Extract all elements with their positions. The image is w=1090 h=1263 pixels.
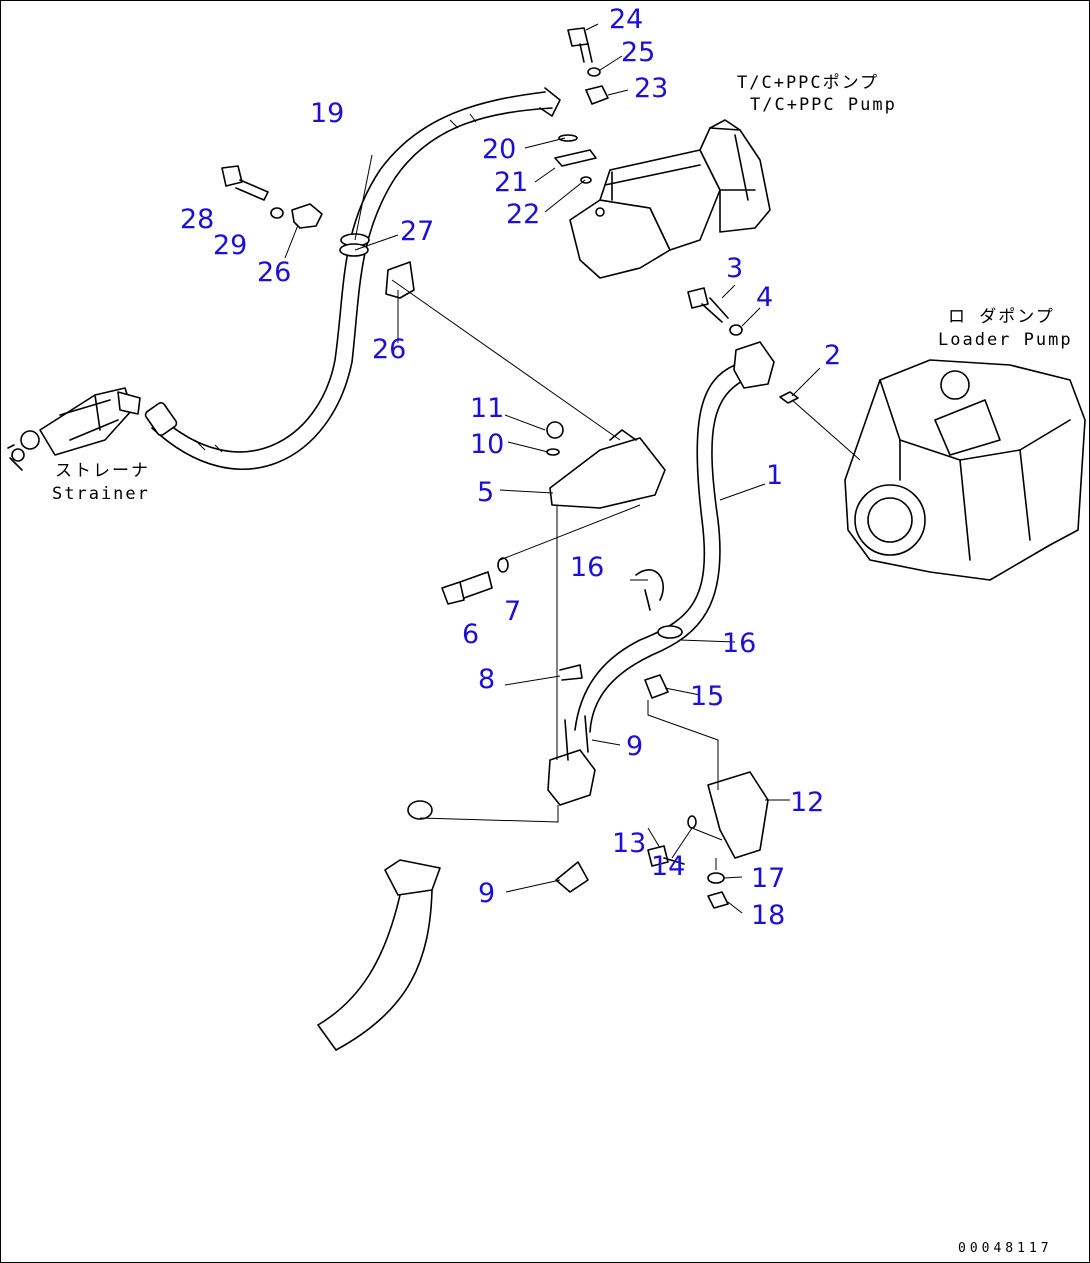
bolt-6-shank (459, 571, 493, 599)
drawing-code: 00048117 (958, 1241, 1053, 1256)
callout-26-upper: 26 (257, 257, 291, 288)
callout-19: 19 (310, 98, 344, 129)
bolt-13 (647, 845, 669, 867)
callout-13: 13 (612, 828, 646, 859)
bolt-28 (221, 165, 269, 201)
nut-18 (707, 891, 729, 909)
callout-9-upper: 9 (626, 731, 643, 762)
washer-10 (546, 448, 560, 456)
bolt-24-shank (579, 43, 593, 63)
callout-4: 4 (756, 282, 773, 313)
callout-21: 21 (494, 167, 528, 198)
callout-6: 6 (462, 619, 479, 650)
callout-26-lower: 26 (372, 334, 406, 365)
callout-15: 15 (690, 681, 724, 712)
clamp-16-lower (657, 625, 683, 639)
bracket-5-tab (609, 429, 637, 441)
callout-8: 8 (478, 664, 495, 695)
callout-28: 28 (180, 204, 214, 235)
flange-9 (547, 749, 596, 806)
clamp-26-upper (291, 203, 323, 229)
caption-tc-pump-jp: T/C+PPCポンプ (737, 73, 879, 93)
callout-24: 24 (609, 4, 643, 35)
clamp-26-lower (385, 261, 415, 299)
oring-20 (558, 134, 578, 142)
bolt-3-shank (701, 297, 729, 323)
callout-16-lower: 16 (722, 628, 756, 659)
washer-25 (587, 67, 601, 77)
callout-10: 10 (470, 429, 504, 460)
washer-7 (497, 557, 509, 573)
leader-lines (284, 23, 861, 914)
callout-25: 25 (621, 37, 655, 68)
callout-27: 27 (400, 216, 434, 247)
tc-ppc-pump (569, 119, 771, 279)
clamp-27 (339, 233, 370, 257)
washer-29 (270, 207, 284, 219)
caption-loader-pump-jp: ロ ダポンプ (948, 307, 1055, 327)
callout-22: 22 (506, 199, 540, 230)
callout-7: 7 (504, 596, 521, 627)
flange-9-bolts (564, 715, 589, 761)
fitting-23 (585, 85, 609, 105)
washer-4 (729, 324, 743, 336)
callout-2: 2 (824, 340, 841, 371)
caption-strainer-en: Strainer (52, 484, 150, 504)
callout-16-upper: 16 (570, 552, 604, 583)
callout-9-lower: 9 (478, 878, 495, 909)
clip-8 (559, 664, 583, 681)
hose-19 (144, 87, 561, 470)
callouts: 1 2 3 4 5 6 7 8 9 9 10 11 12 13 14 15 16… (180, 4, 841, 931)
callout-17: 17 (751, 863, 785, 894)
bracket-5 (549, 437, 666, 509)
nut-11 (546, 421, 564, 439)
clamp-16-upper (635, 569, 664, 611)
hose-1 (574, 341, 775, 733)
callout-12: 12 (790, 787, 824, 818)
washer-14 (687, 815, 697, 829)
bolt-24 (567, 27, 589, 47)
bolt-13-shank (663, 857, 685, 865)
captions: T/C+PPCポンプ T/C+PPC Pump ロ ダポンプ Loader Pu… (52, 73, 1073, 1256)
caption-loader-pump-en: Loader Pump (938, 330, 1073, 350)
callout-5: 5 (477, 477, 494, 508)
callout-23: 23 (634, 73, 668, 104)
callout-18: 18 (751, 900, 785, 931)
block-15 (644, 674, 669, 699)
caption-strainer-jp: ストレーナ (55, 461, 150, 481)
strainer (7, 387, 141, 471)
bolt-3 (687, 287, 709, 309)
bolt-6 (441, 581, 465, 605)
bracket-12 (707, 771, 769, 859)
callout-1: 1 (766, 460, 783, 491)
flange-21 (554, 149, 597, 167)
hose-lower (317, 800, 441, 1051)
fitting-9-lower (555, 861, 589, 893)
callout-14: 14 (651, 851, 685, 882)
callout-20: 20 (482, 134, 516, 165)
caption-tc-pump-en: T/C+PPC Pump (750, 95, 897, 115)
loader-pump (844, 359, 1086, 581)
callout-29: 29 (213, 230, 247, 261)
callout-3: 3 (726, 253, 743, 284)
oring-2 (779, 391, 799, 404)
callout-11: 11 (470, 393, 504, 424)
washer-17 (707, 872, 725, 884)
